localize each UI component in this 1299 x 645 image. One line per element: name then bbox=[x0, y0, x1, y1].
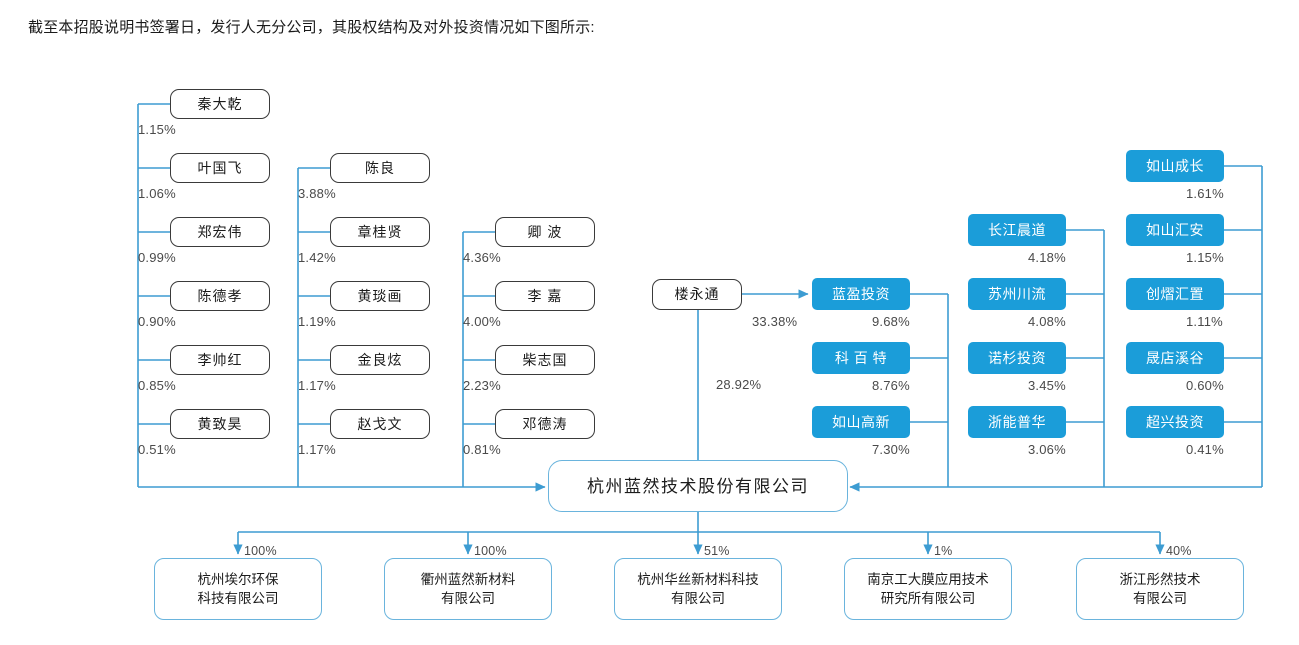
shareholder-percent: 1.06% bbox=[138, 186, 176, 201]
institution-box[interactable]: 苏州川流 bbox=[968, 278, 1066, 310]
shareholder-percent: 1.15% bbox=[138, 122, 176, 137]
shareholder-percent: 0.51% bbox=[138, 442, 176, 457]
shareholder-box[interactable]: 郑宏伟 bbox=[170, 217, 270, 247]
shareholder-box[interactable]: 叶国飞 bbox=[170, 153, 270, 183]
institution-percent: 0.41% bbox=[1186, 442, 1224, 457]
institution-percent: 1.61% bbox=[1186, 186, 1224, 201]
shareholder-percent: 1.19% bbox=[298, 314, 336, 329]
institution-percent: 1.15% bbox=[1186, 250, 1224, 265]
shareholder-box[interactable]: 邓德涛 bbox=[495, 409, 595, 439]
shareholder-percent: 1.17% bbox=[298, 442, 336, 457]
institution-box[interactable]: 蓝盈投资 bbox=[812, 278, 910, 310]
institution-percent: 3.45% bbox=[1028, 378, 1066, 393]
shareholder-percent: 1.42% bbox=[298, 250, 336, 265]
shareholder-box[interactable]: 黄致昊 bbox=[170, 409, 270, 439]
subsidiary-box[interactable]: 衢州蓝然新材料 有限公司 bbox=[384, 558, 552, 620]
institution-box[interactable]: 科 百 特 bbox=[812, 342, 910, 374]
institution-box[interactable]: 晟店溪谷 bbox=[1126, 342, 1224, 374]
institution-percent: 4.18% bbox=[1028, 250, 1066, 265]
shareholder-percent: 0.81% bbox=[463, 442, 501, 457]
shareholding-structure-diagram: 秦大乾 1.15% 叶国飞 1.06% 郑宏伟 0.99% 陈德孝 0.90% … bbox=[0, 62, 1299, 645]
shareholder-box[interactable]: 陈良 bbox=[330, 153, 430, 183]
shareholder-percent: 2.23% bbox=[463, 378, 501, 393]
subsidiary-box[interactable]: 南京工大膜应用技术 研究所有限公司 bbox=[844, 558, 1012, 620]
institution-percent: 8.76% bbox=[872, 378, 910, 393]
shareholder-percent: 0.85% bbox=[138, 378, 176, 393]
subsidiary-box[interactable]: 杭州华丝新材料科技 有限公司 bbox=[614, 558, 782, 620]
shareholder-box[interactable]: 秦大乾 bbox=[170, 89, 270, 119]
institution-percent: 9.68% bbox=[872, 314, 910, 329]
shareholder-percent: 0.90% bbox=[138, 314, 176, 329]
institution-percent: 3.06% bbox=[1028, 442, 1066, 457]
institution-box[interactable]: 如山汇安 bbox=[1126, 214, 1224, 246]
shareholder-box[interactable]: 李帅红 bbox=[170, 345, 270, 375]
shareholder-box[interactable]: 李 嘉 bbox=[495, 281, 595, 311]
institution-percent: 7.30% bbox=[872, 442, 910, 457]
controlling-shareholder-box[interactable]: 楼永通 bbox=[652, 279, 742, 310]
institution-box[interactable]: 如山成长 bbox=[1126, 150, 1224, 182]
subsidiary-box[interactable]: 浙江彤然技术 有限公司 bbox=[1076, 558, 1244, 620]
shareholder-box[interactable]: 卿 波 bbox=[495, 217, 595, 247]
shareholder-box[interactable]: 金良炫 bbox=[330, 345, 430, 375]
shareholder-box[interactable]: 赵戈文 bbox=[330, 409, 430, 439]
shareholder-percent: 1.17% bbox=[298, 378, 336, 393]
shareholder-percent: 0.99% bbox=[138, 250, 176, 265]
institution-box[interactable]: 创熠汇置 bbox=[1126, 278, 1224, 310]
shareholder-box[interactable]: 黄琰画 bbox=[330, 281, 430, 311]
core-company-box[interactable]: 杭州蓝然技术股份有限公司 bbox=[548, 460, 848, 512]
institution-box[interactable]: 如山高新 bbox=[812, 406, 910, 438]
institution-box[interactable]: 浙能普华 bbox=[968, 406, 1066, 438]
institution-box[interactable]: 长江晨道 bbox=[968, 214, 1066, 246]
institution-box[interactable]: 超兴投资 bbox=[1126, 406, 1224, 438]
institution-percent: 0.60% bbox=[1186, 378, 1224, 393]
shareholder-percent: 4.00% bbox=[463, 314, 501, 329]
subsidiary-percent: 100% bbox=[244, 544, 277, 558]
shareholder-box[interactable]: 柴志国 bbox=[495, 345, 595, 375]
controller-percent-to-lanying: 33.38% bbox=[752, 314, 798, 329]
shareholder-percent: 4.36% bbox=[463, 250, 501, 265]
institution-percent: 1.11% bbox=[1186, 314, 1223, 329]
subsidiary-percent: 100% bbox=[474, 544, 507, 558]
institution-percent: 4.08% bbox=[1028, 314, 1066, 329]
subsidiary-box[interactable]: 杭州埃尔环保 科技有限公司 bbox=[154, 558, 322, 620]
shareholder-percent: 3.88% bbox=[298, 186, 336, 201]
shareholder-box[interactable]: 陈德孝 bbox=[170, 281, 270, 311]
subsidiary-percent: 51% bbox=[704, 544, 730, 558]
shareholder-box[interactable]: 章桂贤 bbox=[330, 217, 430, 247]
controller-percent-direct: 28.92% bbox=[716, 377, 762, 392]
institution-box[interactable]: 诺杉投资 bbox=[968, 342, 1066, 374]
subsidiary-percent: 40% bbox=[1166, 544, 1192, 558]
intro-paragraph: 截至本招股说明书签署日，发行人无分公司，其股权结构及对外投资情况如下图所示: bbox=[28, 19, 595, 36]
subsidiary-percent: 1% bbox=[934, 544, 953, 558]
